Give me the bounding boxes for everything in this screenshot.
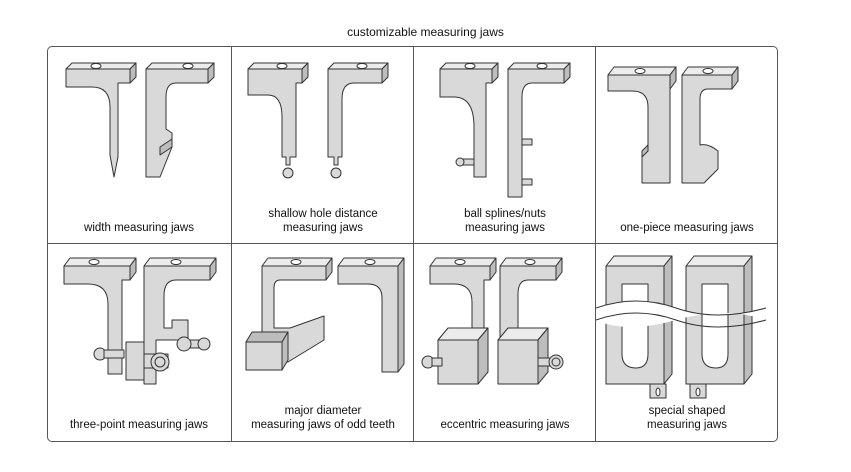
grid-divider [413, 47, 414, 441]
cell-major-diameter-jaws: major diameter measuring jaws of odd tee… [232, 244, 414, 440]
cell-caption: special shaped measuring jaws [647, 405, 727, 431]
cell-eccentric-jaws: eccentric measuring jaws [414, 244, 596, 440]
one-piece-jaws-illustration [607, 66, 739, 184]
cell-ball-splines-jaws: ball splines/nuts measuring jaws [414, 47, 596, 243]
special-shaped-jaws-illustration [596, 255, 767, 399]
three-point-jaws-illustration [63, 257, 217, 385]
cell-one-piece-jaws: one-piece measuring jaws [596, 47, 778, 243]
major-diameter-jaws-illustration [245, 257, 405, 373]
cell-caption: one-piece measuring jaws [620, 222, 754, 234]
eccentric-jaws-illustration [421, 257, 564, 385]
cell-width-measuring-jaws: width measuring jaws [48, 47, 230, 243]
width-jaws-illustration [65, 62, 215, 178]
cell-caption: shallow hole distance measuring jaws [268, 208, 378, 234]
figure-title: customizable measuring jaws [347, 25, 504, 39]
cell-caption: eccentric measuring jaws [440, 419, 570, 431]
grid-divider [231, 47, 232, 441]
cell-three-point-jaws: three-point measuring jaws [48, 244, 230, 440]
ball-splines-jaws-illustration [439, 62, 571, 198]
cell-special-shaped-jaws: special shaped measuring jaws [596, 244, 778, 440]
shallow-hole-jaws-illustration [247, 62, 389, 179]
cell-caption: major diameter measuring jaws of odd tee… [251, 405, 395, 431]
cell-shallow-hole-distance-jaws: shallow hole distance measuring jaws [232, 47, 414, 243]
jaws-grid: width measuring jaws shallow hole distan… [47, 46, 778, 442]
cell-caption: ball splines/nuts measuring jaws [464, 208, 546, 234]
grid-divider [48, 243, 777, 244]
cell-caption: width measuring jaws [84, 222, 194, 234]
cell-caption: three-point measuring jaws [69, 419, 209, 431]
grid-divider [595, 47, 596, 441]
